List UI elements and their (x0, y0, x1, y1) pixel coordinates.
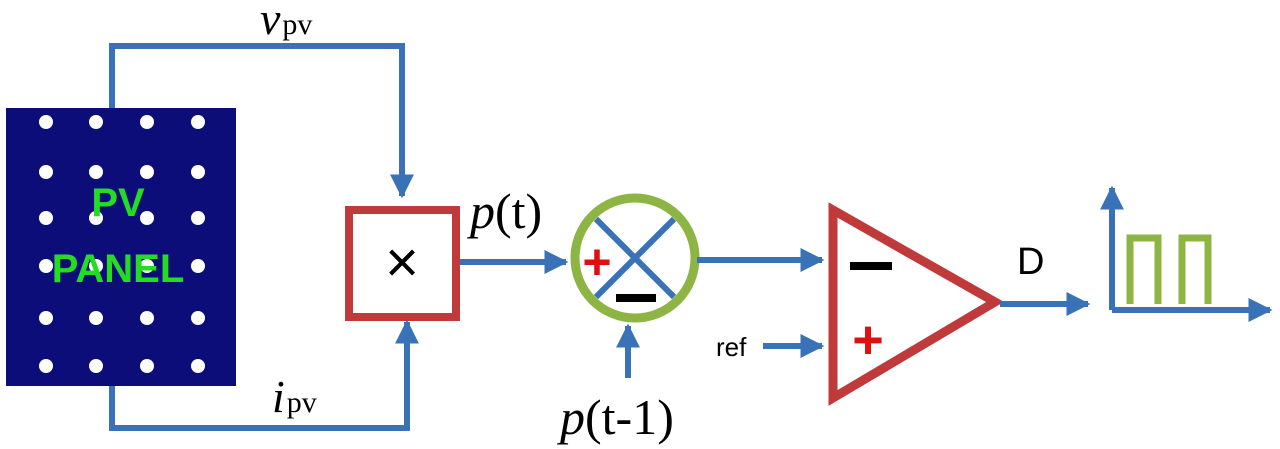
multiply-icon: × (385, 230, 419, 295)
sum-plus-sign: + (582, 234, 611, 290)
pv-panel-label-line1: PV (91, 181, 145, 225)
panel-cell-dot (140, 211, 154, 225)
pwm-pulse-icon (1100, 185, 1273, 322)
panel-cell-dot (140, 115, 154, 129)
pv-panel-label-line2: PANEL (52, 247, 185, 291)
panel-cell-dot (140, 259, 154, 273)
panel-cell-dot (39, 211, 53, 225)
pt1-label: p(t-1) (557, 389, 674, 445)
panel-cell-dot (39, 115, 53, 129)
panel-cell-dot (39, 165, 53, 179)
panel-cell-dot (191, 165, 205, 179)
panel-cell-dot (140, 165, 154, 179)
summing-junction: + (570, 193, 700, 323)
panel-cell-dot (191, 211, 205, 225)
comparator-minus-sign (850, 262, 892, 270)
comparator: + (828, 202, 1004, 406)
panel-cell-dot (89, 165, 103, 179)
comparator-plus-sign: + (852, 310, 884, 370)
ref-label: ref (716, 332, 747, 362)
multiplier-block: × (345, 206, 460, 321)
panel-cell-dot (191, 259, 205, 273)
panel-cell-dot (191, 359, 205, 373)
panel-cell-dot (39, 311, 53, 325)
panel-cell-dot (191, 115, 205, 129)
panel-cell-dot (89, 359, 103, 373)
panel-cell-dot (39, 259, 53, 273)
panel-cell-dot (89, 259, 103, 273)
panel-cell-dot (89, 311, 103, 325)
panel-cell-dot (140, 311, 154, 325)
duty-label: D (1017, 241, 1044, 283)
sum-minus-sign (616, 294, 656, 302)
panel-cell-dot (39, 359, 53, 373)
pv-panel-cells (39, 115, 205, 373)
panel-cell-dot (89, 211, 103, 225)
pv-panel-body (6, 108, 236, 386)
voltage-wire (109, 43, 414, 199)
ipv-label: ipv (272, 371, 317, 422)
panel-cell-dot (89, 115, 103, 129)
pv-panel: PV PANEL (6, 108, 236, 386)
panel-cell-dot (191, 311, 205, 325)
panel-cell-dot (140, 359, 154, 373)
current-wire (109, 319, 419, 431)
pt-label: p(t) (467, 183, 542, 239)
vpv-label: vpv (260, 0, 312, 44)
